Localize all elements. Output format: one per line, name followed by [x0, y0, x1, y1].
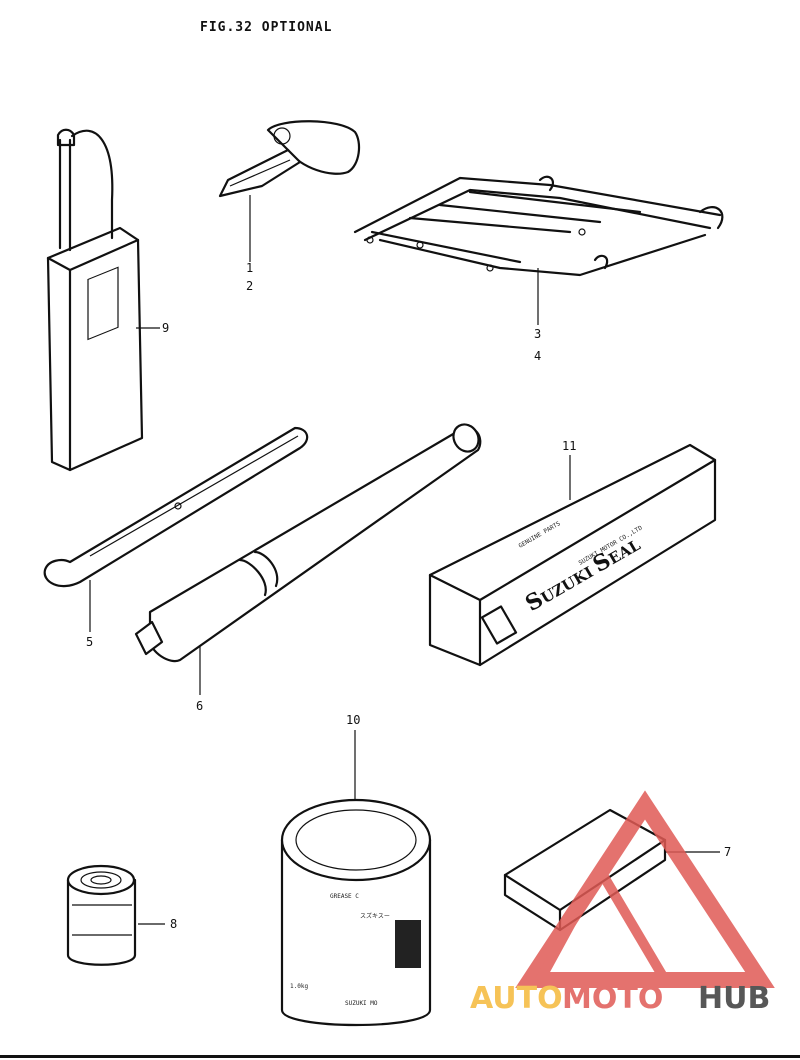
callout-10: 10 — [346, 713, 360, 727]
watermark-hub: HUB — [698, 981, 770, 1016]
grease-can-weight: 1.0kg — [290, 983, 308, 990]
tire-lever-item-5 — [43, 426, 309, 588]
grease-can-item-10: GREASE C スズキスー 1.0kg SUZUKI MO — [280, 798, 432, 1027]
suzuki-seal-box-item-11: GENUINE PARTS SUZUKI MOTOR CO.,LTD S UZU… — [428, 443, 717, 667]
callout-5: 5 — [86, 635, 93, 649]
suzuki-logo-mark — [395, 920, 421, 968]
carrier-rack-item-3 — [353, 175, 724, 277]
grease-can-katakana: スズキスー — [360, 912, 390, 920]
oil-can-item-9 — [46, 128, 144, 472]
leader-lines — [89, 195, 720, 925]
figure-title: FIG.32 OPTIONAL — [200, 20, 333, 35]
callout-7: 7 — [724, 845, 731, 859]
watermark-auto: AUTO — [470, 981, 563, 1016]
callout-labels: 1 2 3 4 5 6 7 8 9 10 11 — [86, 261, 731, 931]
callout-4: 4 — [534, 349, 541, 363]
grease-can-top-text: GREASE C — [330, 893, 359, 900]
small-can-item-8 — [66, 864, 137, 966]
small-kit-box-item-7 — [503, 808, 667, 932]
bottom-border — [0, 1055, 800, 1058]
callout-11: 11 — [562, 439, 576, 453]
watermark-inner-triangle — [531, 859, 674, 985]
key-item-1 — [218, 120, 361, 198]
callout-1: 1 — [246, 261, 253, 275]
watermark-moto: MOTO — [562, 981, 663, 1016]
grease-gun-item-6 — [134, 423, 482, 663]
callout-2: 2 — [246, 279, 253, 293]
grease-can-side-text: SUZUKI MO — [345, 1000, 378, 1007]
callout-6: 6 — [196, 699, 203, 713]
callout-8: 8 — [170, 917, 177, 931]
callout-3: 3 — [534, 327, 541, 341]
automotohub-watermark: AUTO MOTO HUB — [470, 790, 775, 1016]
callout-9: 9 — [162, 321, 169, 335]
